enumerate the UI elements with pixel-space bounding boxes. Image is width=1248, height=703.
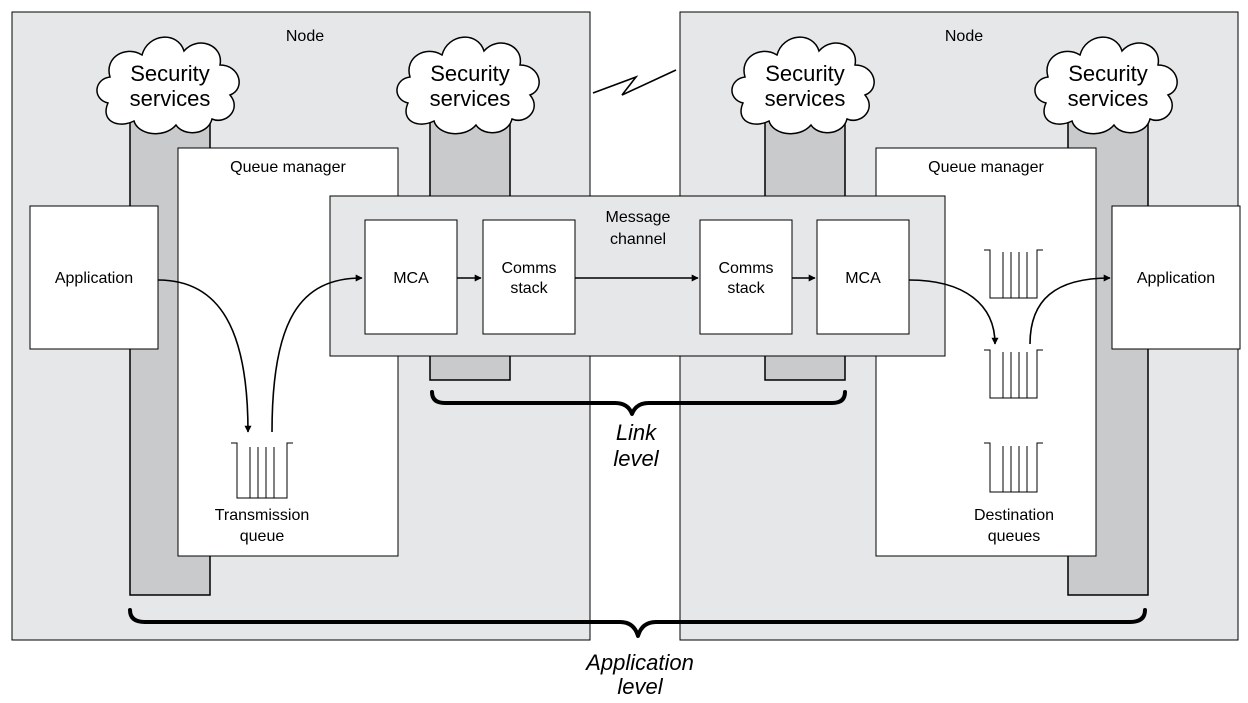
left-inner-security-cloud [396,36,540,135]
left-node-title: Node [286,28,324,45]
transmission-queue-label-1: Transmission [215,507,310,524]
right-node-title: Node [945,28,983,45]
right-outer-security-cloud [1034,36,1178,135]
left-mca-label: MCA [393,270,429,287]
left-application-label: Application [55,270,133,287]
right-outer-security-label-2: services [1068,86,1149,111]
left-mca-box [364,219,458,335]
left-queue-manager-label: Queue manager [230,159,346,176]
network-link-zigzag [592,69,677,96]
link-level-label-1: Link [616,420,657,445]
right-inner-security-cloud [731,36,875,135]
right-inner-security-label-1: Security [765,61,844,86]
right-application-box [1111,205,1241,350]
right-outer-security-label-1: Security [1068,61,1147,86]
right-queue-manager-label: Queue manager [928,159,1044,176]
transmission-queue-label-2: queue [240,528,285,545]
left-comms-label-2: stack [510,280,548,297]
destination-queue-icon-middle [984,349,1043,399]
destination-queue-icon-bottom [984,442,1043,493]
left-outer-security-cloud [96,36,240,135]
right-application-label: Application [1137,270,1215,287]
destination-queue-icon-top [984,249,1043,299]
right-comms-label-1: Comms [718,260,773,277]
left-comms-stack-box [482,219,576,335]
right-inner-security-label-2: services [765,86,846,111]
arrow-transmission-queue-to-mca [271,274,363,433]
left-comms-label-1: Comms [501,260,556,277]
application-level-label-1: Application [584,650,694,675]
right-comms-label-2: stack [727,280,765,297]
right-comms-stack-box [699,219,793,335]
message-channel-label-2: channel [610,231,666,248]
application-level-brace [128,608,1147,638]
transmission-queue-icon [231,442,293,499]
left-inner-security-label-2: services [430,86,511,111]
left-outer-security-label-2: services [130,86,211,111]
link-level-brace [430,390,847,416]
left-inner-security-label-1: Security [430,61,509,86]
destination-queues-label-2: queues [988,528,1041,545]
application-level-label-2: level [617,674,663,698]
arrow-application-to-transmission-queue [157,279,252,433]
arrow-destination-queue-to-application [1029,274,1111,345]
destination-queues-label-1: Destination [974,507,1054,524]
link-level-label-2: level [613,446,659,471]
message-channel-label-1: Message [606,209,671,226]
right-mca-label: MCA [845,270,881,287]
right-mca-box [816,219,910,335]
arrow-mca-to-destination-queue [908,279,999,345]
left-outer-security-label-1: Security [130,61,209,86]
left-application-box [29,205,159,350]
